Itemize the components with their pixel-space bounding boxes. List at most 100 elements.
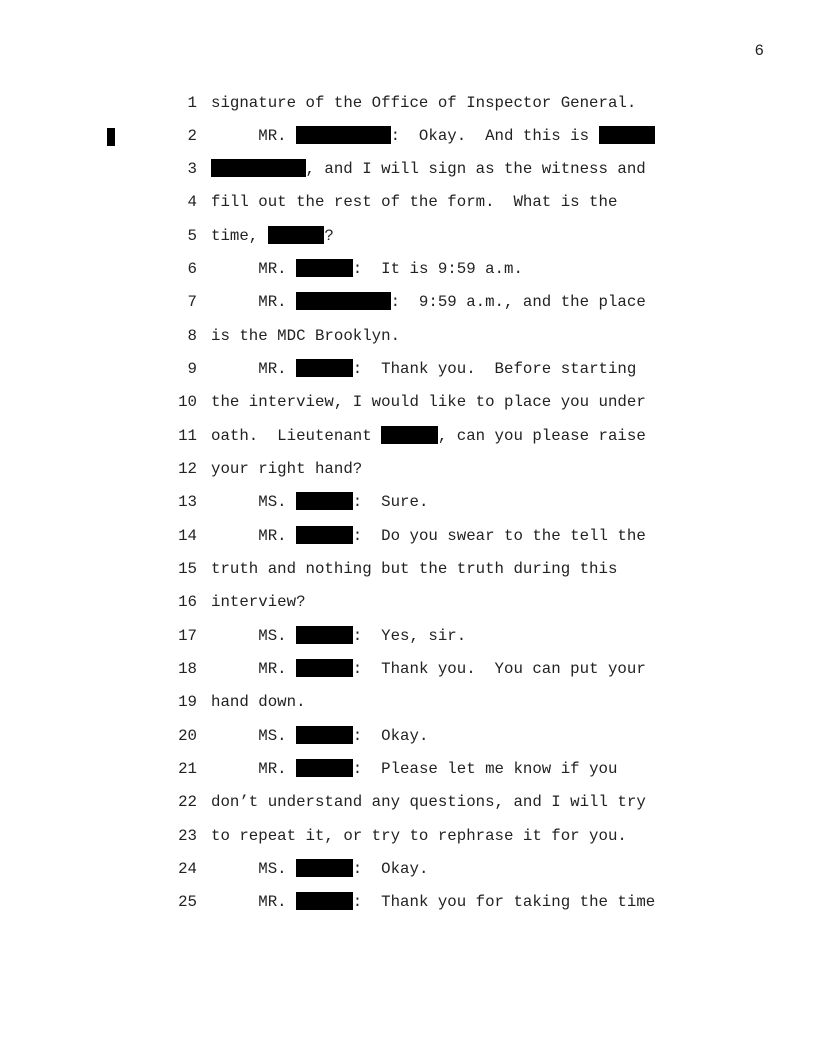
text-segment: time, — [211, 226, 268, 245]
line-number: 19 — [178, 693, 197, 712]
line-text: MR. : Thank you for taking the time — [211, 886, 655, 919]
line-number: 3 — [187, 160, 197, 179]
line-text: MS. : Yes, sir. — [211, 620, 466, 653]
text-segment: is the MDC Brooklyn. — [211, 326, 401, 345]
line-text: MS. : Okay. — [211, 853, 428, 886]
text-segment: MS. — [211, 860, 297, 879]
redaction-box — [381, 425, 438, 444]
line-text: oath. Lieutenant , can you please raise — [211, 420, 646, 453]
line-number: 15 — [178, 560, 197, 579]
line-text: fill out the rest of the form. What is t… — [211, 186, 617, 219]
redaction-box — [296, 759, 353, 778]
text-segment: oath. Lieutenant — [211, 426, 382, 445]
line-text: truth and nothing but the truth during t… — [211, 553, 617, 586]
redaction-box — [296, 625, 353, 644]
text-segment: : Please let me know if you — [352, 760, 618, 779]
line-number: 9 — [187, 360, 197, 379]
line-text: MR. : Thank you. Before starting — [211, 353, 636, 386]
line-text: to repeat it, or try to rephrase it for … — [211, 820, 627, 853]
text-segment: signature of the Office of Inspector Gen… — [211, 93, 637, 112]
text-segment: : Do you swear to the tell the — [352, 526, 646, 545]
text-segment: truth and nothing but the truth during t… — [211, 560, 618, 579]
line-text: MR. : Thank you. You can put your — [211, 653, 646, 686]
line-text: time, ? — [211, 220, 334, 253]
redaction-box — [296, 359, 353, 378]
text-segment: : Okay. — [352, 726, 429, 745]
line-text: MR. : Please let me know if you — [211, 753, 617, 786]
line-text: MS. : Okay. — [211, 720, 428, 753]
text-segment: : Sure. — [352, 493, 429, 512]
line-text: MR. : 9:59 a.m., and the place — [211, 286, 646, 319]
line-text: the interview, I would like to place you… — [211, 386, 646, 419]
text-segment: MR. — [211, 660, 297, 679]
redaction-box — [211, 159, 306, 178]
line-text: MR. : Okay. And this is — [211, 120, 656, 153]
line-number: 24 — [178, 860, 197, 879]
text-segment: , and I will sign as the witness and — [305, 160, 646, 179]
line-number: 2 — [187, 126, 197, 145]
margin-redaction-mark — [107, 128, 115, 146]
text-segment: don’t understand any questions, and I wi… — [211, 793, 646, 812]
text-segment: : Thank you. Before starting — [352, 360, 637, 379]
redaction-box — [296, 659, 353, 678]
line-number: 7 — [187, 293, 197, 312]
line-text: hand down. — [211, 686, 306, 719]
text-segment: fill out the rest of the form. What is t… — [211, 193, 618, 212]
text-segment: MR. — [211, 760, 297, 779]
text-segment: MR. — [211, 360, 297, 379]
line-text: MS. : Sure. — [211, 486, 428, 519]
line-text: is the MDC Brooklyn. — [211, 320, 400, 353]
line-text: signature of the Office of Inspector Gen… — [211, 87, 636, 120]
redaction-box — [296, 125, 391, 144]
text-segment: MR. — [211, 526, 297, 545]
line-number: 16 — [178, 593, 197, 612]
redaction-box — [598, 125, 656, 144]
text-segment: , can you please raise — [437, 426, 646, 445]
text-segment: your right hand? — [211, 460, 363, 479]
text-segment: MS. — [211, 493, 297, 512]
line-number: 5 — [187, 226, 197, 245]
redaction-box — [296, 725, 353, 744]
line-number: 8 — [187, 326, 197, 345]
line-text: MR. : It is 9:59 a.m. — [211, 253, 523, 286]
redaction-box — [267, 225, 325, 244]
line-number: 17 — [178, 626, 197, 645]
line-number: 11 — [178, 426, 197, 445]
line-number: 13 — [178, 493, 197, 512]
text-segment: : Thank you for taking the time — [352, 893, 656, 912]
text-segment: : It is 9:59 a.m. — [352, 260, 523, 279]
line-number: 20 — [178, 726, 197, 745]
text-segment: ? — [324, 226, 334, 245]
line-number: 14 — [178, 526, 197, 545]
text-segment: interview? — [211, 593, 306, 612]
text-segment: MS. — [211, 726, 297, 745]
text-segment: MR. — [211, 893, 297, 912]
redaction-box — [296, 525, 353, 544]
text-segment: : Okay. And this is — [390, 126, 599, 145]
page-number: 6 — [754, 42, 764, 60]
line-text: interview? — [211, 586, 306, 619]
line-number: 23 — [178, 826, 197, 845]
line-text: MR. : Do you swear to the tell the — [211, 520, 646, 553]
text-segment: the interview, I would like to place you… — [211, 393, 646, 412]
line-text: don’t understand any questions, and I wi… — [211, 786, 646, 819]
line-number: 21 — [178, 760, 197, 779]
redaction-box — [296, 292, 391, 311]
redaction-box — [296, 859, 353, 878]
text-segment: MR. — [211, 126, 297, 145]
line-number: 10 — [178, 393, 197, 412]
text-segment: MS. — [211, 626, 297, 645]
line-number: 25 — [178, 893, 197, 912]
line-number: 22 — [178, 793, 197, 812]
redaction-box — [296, 892, 353, 911]
text-segment: MR. — [211, 293, 297, 312]
redaction-box — [296, 259, 353, 278]
line-number: 12 — [178, 460, 197, 479]
line-number: 6 — [187, 260, 197, 279]
text-segment: hand down. — [211, 693, 306, 712]
line-number: 18 — [178, 660, 197, 679]
line-number: 1 — [187, 93, 197, 112]
text-segment: : Yes, sir. — [352, 626, 467, 645]
text-segment: MR. — [211, 260, 297, 279]
text-segment: to repeat it, or try to rephrase it for … — [211, 826, 627, 845]
